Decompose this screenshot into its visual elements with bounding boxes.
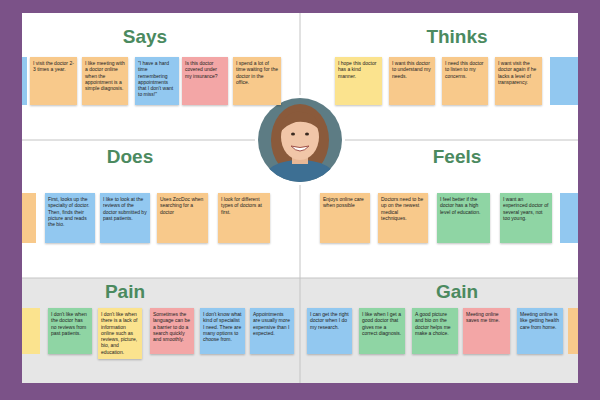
sticky-note: I want an experinced doctor of several y… bbox=[500, 193, 552, 243]
sticky-note: I hope this doctor has a kind manner. bbox=[335, 57, 382, 105]
sticky-note: I don't like when the doctor has no revi… bbox=[48, 308, 92, 354]
note-text: I don't like when there is a lack of inf… bbox=[101, 311, 139, 355]
divider-line bbox=[22, 278, 578, 279]
map-quadrant: Says I visit the doctor 2-3 times a year.… bbox=[22, 13, 300, 140]
sticky-note: Enjoys online care when possible bbox=[320, 193, 370, 243]
sticky-note: I like when I get a good doctor that giv… bbox=[359, 308, 405, 354]
sticky-note: I visit the doctor 2-3 times a year. bbox=[30, 57, 77, 105]
quadrant-title: Says bbox=[123, 26, 167, 48]
cut-note bbox=[22, 57, 27, 105]
sticky-note: Meeting online saves me time. bbox=[463, 308, 510, 354]
note-text: Sometimes the language can be a barrier … bbox=[153, 311, 191, 342]
sticky-note: Is this doctor covered under my insuranc… bbox=[182, 57, 228, 105]
quadrant-title: Pain bbox=[105, 281, 145, 303]
note-text: Is this doctor covered under my insuranc… bbox=[185, 60, 225, 79]
note-text: I don't know what kind of specialist I n… bbox=[203, 311, 242, 342]
map-quadrant: FeelsEnjoys online care when possible Doc… bbox=[300, 140, 578, 278]
divider-line bbox=[300, 13, 301, 383]
sticky-note: Appointments are usually more expensive … bbox=[250, 308, 294, 354]
note-text: I like when I get a good doctor that giv… bbox=[362, 311, 402, 336]
note-text: "I have a hard time remembering appointm… bbox=[138, 60, 176, 98]
sticky-note: I can get the right doctor when I do my … bbox=[307, 308, 352, 354]
sticky-note: Meeting online is like getting health ca… bbox=[517, 308, 563, 354]
note-text: Doctors need to be up on the newest medi… bbox=[381, 196, 425, 221]
map-quadrant: Gain I can get the right doctor when I do… bbox=[300, 278, 578, 383]
sticky-note: Uses ZocDoc when searching for a doctor bbox=[157, 193, 208, 243]
cut-note bbox=[22, 308, 40, 354]
cut-note bbox=[550, 57, 578, 105]
cut-note bbox=[560, 193, 578, 243]
map-quadrant: Thinks I hope this doctor has a kind mann… bbox=[300, 13, 578, 140]
sticky-note: I feel better if the doctor has a high l… bbox=[437, 193, 490, 243]
note-text: Enjoys online care when possible bbox=[323, 196, 367, 209]
note-text: First, looks up the specialty of doctor.… bbox=[48, 196, 92, 227]
sticky-note: I want visit the doctor again if he lack… bbox=[495, 57, 542, 105]
note-text: I don't like when the doctor has no revi… bbox=[51, 311, 89, 336]
cut-note bbox=[568, 308, 578, 354]
cut-note bbox=[22, 193, 36, 243]
quadrant-title: Gain bbox=[436, 281, 478, 303]
note-text: Meeting online is like getting health ca… bbox=[520, 311, 560, 330]
sticky-note: Sometimes the language can be a barrier … bbox=[150, 308, 194, 354]
sticky-note: I don't know what kind of specialist I n… bbox=[200, 308, 245, 354]
note-text: I want this doctor to understand my need… bbox=[392, 60, 432, 79]
note-text: I can get the right doctor when I do my … bbox=[310, 311, 349, 330]
portrait-photo bbox=[256, 96, 344, 186]
note-text: A good picture and bio on the doctor hel… bbox=[415, 311, 455, 336]
note-text: I need this doctor to listen to my conce… bbox=[445, 60, 485, 79]
note-text: I spend a lot of time waiting for the do… bbox=[236, 60, 278, 85]
note-text: I like meeting with a doctor online when… bbox=[85, 60, 125, 91]
note-text: I want an experinced doctor of several y… bbox=[503, 196, 549, 221]
quadrant-title: Does bbox=[107, 146, 153, 168]
quadrant-title: Thinks bbox=[426, 26, 487, 48]
sticky-note: I want this doctor to understand my need… bbox=[389, 57, 435, 105]
map-quadrant: Pain I don't like when the doctor has no … bbox=[22, 278, 300, 383]
sticky-note: I spend a lot of time waiting for the do… bbox=[233, 57, 281, 105]
sticky-note: I need this doctor to listen to my conce… bbox=[442, 57, 488, 105]
note-text: I visit the doctor 2-3 times a year. bbox=[33, 60, 74, 73]
sticky-note: I like to look at the reviews of the doc… bbox=[100, 193, 150, 243]
sticky-note: "I have a hard time remembering appointm… bbox=[135, 57, 179, 105]
sticky-note: First, looks up the specialty of doctor.… bbox=[45, 193, 95, 243]
sticky-note: I like meeting with a doctor online when… bbox=[82, 57, 128, 105]
note-text: I hope this doctor has a kind manner. bbox=[338, 60, 379, 79]
note-text: I want visit the doctor again if he lack… bbox=[498, 60, 539, 85]
sticky-note: I look for different types of doctors at… bbox=[218, 193, 270, 243]
note-text: Uses ZocDoc when searching for a doctor bbox=[160, 196, 205, 215]
sticky-note: A good picture and bio on the doctor hel… bbox=[412, 308, 458, 354]
note-text: Meeting online saves me time. bbox=[466, 311, 507, 324]
note-text: I feel better if the doctor has a high l… bbox=[440, 196, 487, 215]
board bbox=[22, 13, 578, 383]
quadrant-title: Feels bbox=[433, 146, 482, 168]
note-text: I like to look at the reviews of the doc… bbox=[103, 196, 147, 221]
sticky-note: I don't like when there is a lack of inf… bbox=[98, 308, 142, 359]
photo-frame bbox=[255, 95, 345, 185]
map-quadrant: DoesFirst, looks up the specialty of doc… bbox=[22, 140, 300, 278]
sticky-note: Doctors need to be up on the newest medi… bbox=[378, 193, 428, 243]
note-text: Appointments are usually more expensive … bbox=[253, 311, 291, 336]
note-text: I look for different types of doctors at… bbox=[221, 196, 267, 215]
